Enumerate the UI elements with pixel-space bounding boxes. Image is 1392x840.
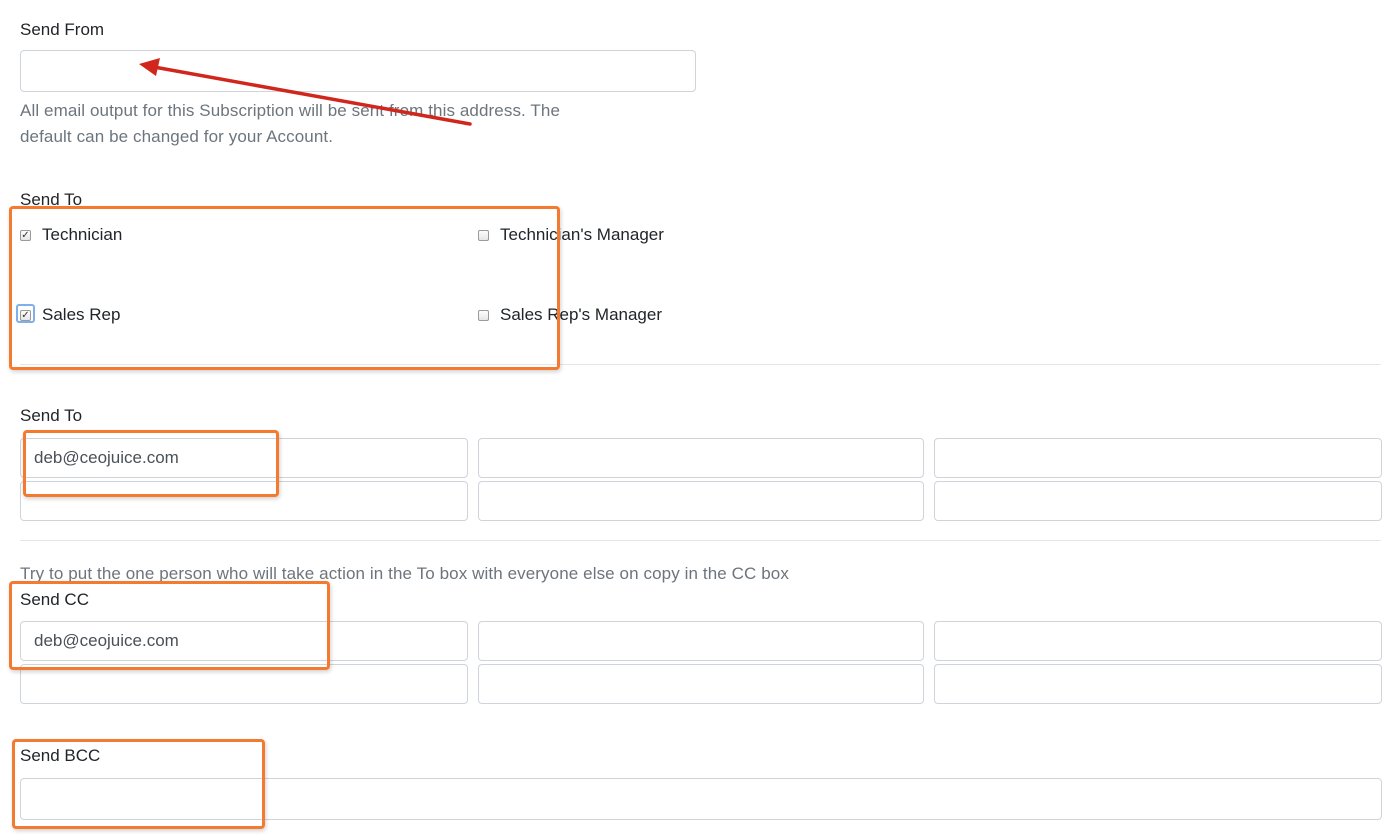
send-to-email-6[interactable] bbox=[934, 481, 1382, 521]
send-cc-email-6[interactable] bbox=[934, 664, 1382, 704]
section-divider bbox=[20, 364, 1381, 365]
send-bcc-input[interactable] bbox=[20, 778, 1382, 820]
sales-reps-manager-checkbox-label: Sales Rep's Manager bbox=[500, 305, 662, 324]
send-to-email-3[interactable] bbox=[934, 438, 1382, 478]
technicians-manager-checkbox-label: Technician's Manager bbox=[500, 225, 664, 244]
send-to-email-2[interactable] bbox=[478, 438, 924, 478]
send-cc-email-4[interactable] bbox=[20, 664, 468, 704]
send-cc-email-3[interactable] bbox=[934, 621, 1382, 661]
technician-checkbox[interactable]: ✓ bbox=[20, 229, 31, 241]
send-cc-label: Send CC bbox=[20, 590, 89, 609]
role-option-technician[interactable]: ✓ Technician bbox=[20, 225, 122, 245]
sales-rep-checkbox[interactable]: ✓ bbox=[20, 309, 31, 321]
send-to-email-1[interactable] bbox=[20, 438, 468, 478]
send-to-email-4[interactable] bbox=[20, 481, 468, 521]
technician-checkbox-label: Technician bbox=[42, 225, 123, 244]
role-option-sales-rep[interactable]: ✓ Sales Rep bbox=[20, 305, 120, 325]
send-from-help-line-1: All email output for this Subscription w… bbox=[20, 101, 560, 120]
sales-rep-checkbox-label: Sales Rep bbox=[42, 305, 121, 324]
send-to-email-5[interactable] bbox=[478, 481, 924, 521]
send-from-input[interactable] bbox=[20, 50, 696, 92]
role-option-technicians-manager[interactable]: Technician's Manager bbox=[478, 225, 664, 245]
send-from-help-line-2: default can be changed for your Account. bbox=[20, 127, 334, 146]
send-cc-email-1[interactable] bbox=[20, 621, 468, 661]
sales-rep-focus-ring bbox=[16, 304, 35, 323]
send-to-emails-label: Send To bbox=[20, 406, 83, 425]
send-from-label: Send From bbox=[20, 20, 105, 39]
send-cc-email-5[interactable] bbox=[478, 664, 924, 704]
role-option-sales-reps-manager[interactable]: Sales Rep's Manager bbox=[478, 305, 662, 325]
send-bcc-label: Send BCC bbox=[20, 746, 101, 765]
cc-tip-text: Try to put the one person who will take … bbox=[20, 564, 789, 583]
send-to-roles-label: Send To bbox=[20, 190, 83, 209]
section-divider bbox=[20, 540, 1381, 541]
technicians-manager-checkbox[interactable] bbox=[478, 229, 489, 241]
sales-reps-manager-checkbox[interactable] bbox=[478, 309, 489, 321]
send-cc-email-2[interactable] bbox=[478, 621, 924, 661]
